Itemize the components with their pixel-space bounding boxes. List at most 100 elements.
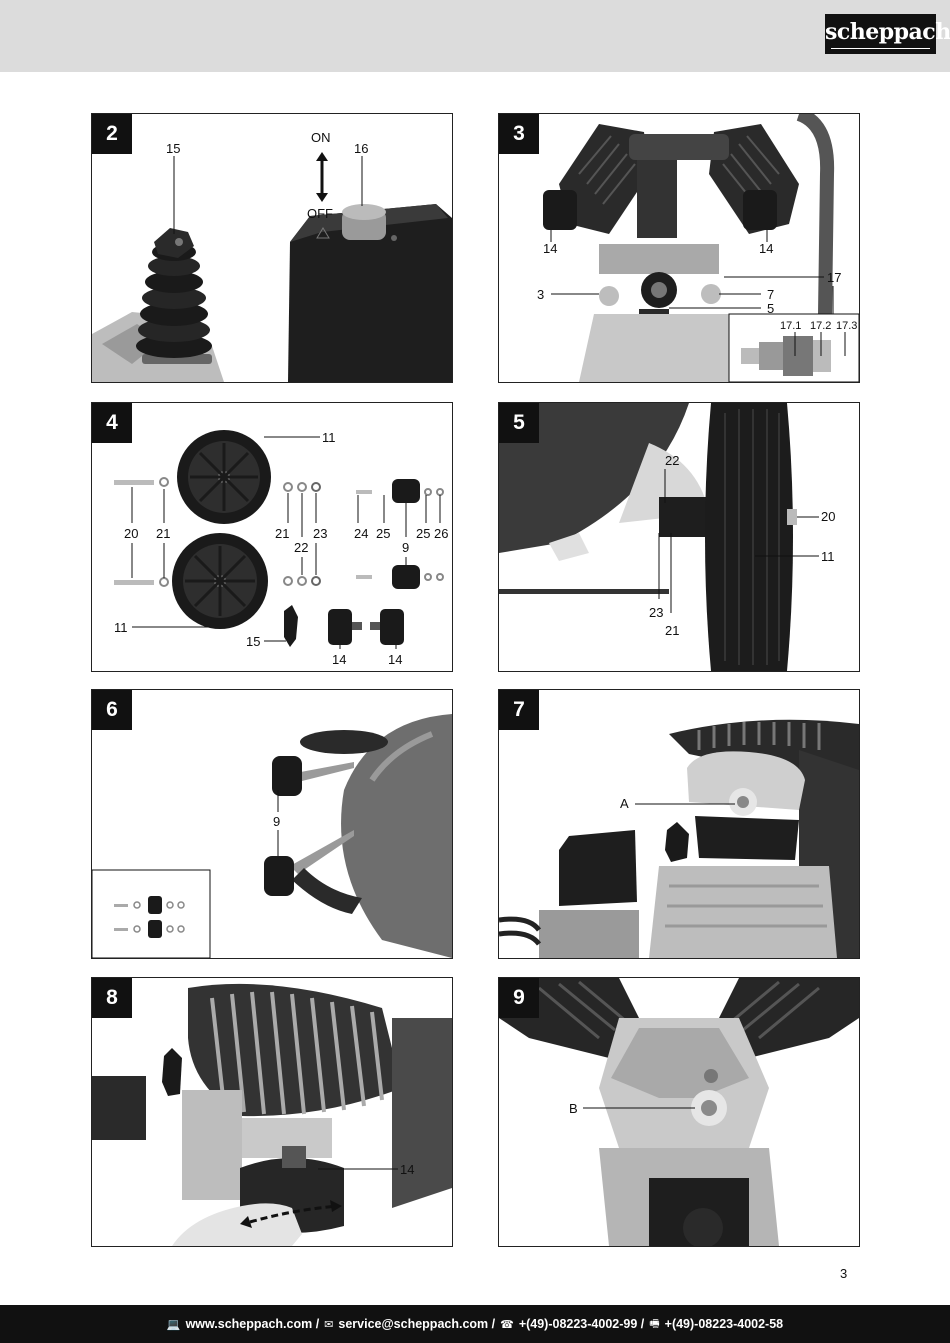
axle-bolt-bottom (114, 580, 154, 585)
callout-23: 23 (313, 526, 327, 541)
page-number: 3 (840, 1266, 848, 1281)
wheel-bottom (172, 533, 268, 629)
callout-9: 9 (273, 814, 280, 829)
figure-3-illustration: 14 14 17 3 7 5 17.1 17.2 17.3 (537, 114, 859, 382)
callout-14-right: 14 (759, 241, 773, 256)
callout-11: 11 (821, 549, 835, 564)
callout-20: 20 (124, 526, 138, 541)
pressure-switch (92, 1076, 146, 1140)
callout-21: 21 (275, 526, 289, 541)
footer-email[interactable]: service@scheppach.com / (338, 1317, 496, 1331)
tank-top (579, 314, 744, 382)
pressure-switch (559, 830, 637, 906)
figure-9-illustration: B (499, 978, 859, 1246)
callout-a: A (620, 796, 629, 811)
callout-14-b: 14 (388, 652, 402, 667)
frame-rail (499, 589, 669, 594)
center-cover (637, 154, 677, 238)
callout-14-left: 14 (543, 241, 557, 256)
figure-3: 3 (498, 113, 860, 383)
rubber-foot-bottom (392, 565, 420, 589)
quick-coupling-illustration (741, 336, 831, 376)
callout-25-left: 25 (376, 526, 390, 541)
brand-logo: scheppach (825, 14, 950, 54)
figure-5-illustration: 22 20 11 23 21 (499, 403, 835, 671)
callout-b: B (569, 1101, 578, 1116)
page-header: scheppach (0, 0, 950, 72)
air-filter-a (328, 609, 352, 645)
callout-14: 14 (400, 1162, 414, 1177)
cylinder-head (687, 751, 805, 810)
figure-8: 8 14 (91, 977, 453, 1247)
callout-17-1: 17.1 (780, 320, 801, 332)
figure-number: 6 (92, 690, 132, 730)
air-filter-right (743, 190, 777, 230)
intake-bellows (136, 228, 212, 364)
callout-14-a: 14 (332, 652, 346, 667)
wheel (705, 403, 793, 671)
figure-7: 7 A (498, 689, 860, 959)
bellows (162, 1048, 182, 1096)
pressure-switch (288, 204, 452, 382)
figure-number: 2 (92, 114, 132, 154)
figure-7-illustration: A (499, 719, 859, 958)
axle-bolt-end (787, 509, 797, 525)
callout-off: OFF (307, 206, 333, 221)
tank (341, 714, 452, 958)
figure-9: 9 B (498, 977, 860, 1247)
tank (499, 403, 689, 553)
callout-5: 5 (767, 301, 774, 316)
figure-number: 7 (499, 690, 539, 730)
rubber-foot-top (272, 756, 302, 796)
figure-6: 6 9 (91, 689, 453, 959)
figure-number: 8 (92, 978, 132, 1018)
manifold (599, 244, 719, 274)
footer-website[interactable]: www.scheppach.com / (185, 1317, 320, 1331)
bellows (665, 822, 689, 862)
tank (392, 1018, 452, 1208)
telephone-icon: ☎ (500, 1318, 514, 1331)
callout-26: 26 (434, 526, 448, 541)
callout-3: 3 (537, 287, 544, 302)
brand-logo-text: scheppach (825, 19, 950, 45)
callout-11-bottom: 11 (114, 620, 128, 635)
callout-24: 24 (354, 526, 368, 541)
axle-bolt-top (114, 480, 154, 485)
callout-11-top: 11 (322, 430, 336, 445)
footer-phone: +(49)-08223-4002-99 / (518, 1317, 645, 1331)
page-footer: 💻 www.scheppach.com / ✉ service@scheppac… (0, 1305, 950, 1343)
callout-21-left: 21 (156, 526, 170, 541)
fax-icon: 🖷 (649, 1317, 660, 1330)
crankcase (649, 866, 837, 958)
callout-22: 22 (294, 540, 308, 555)
figure-6-illustration: 9 (92, 714, 452, 958)
callout-17-2: 17.2 (810, 320, 831, 332)
figure-8-illustration: 14 (92, 983, 452, 1246)
figure-2-illustration: 15 ON 16 OFF (92, 130, 452, 382)
callout-on: ON (311, 130, 331, 145)
figure-number: 9 (499, 978, 539, 1018)
callout-22: 22 (665, 453, 679, 468)
envelope-icon: ✉ (324, 1318, 334, 1331)
crankcase (182, 1090, 242, 1200)
callout-20: 20 (821, 509, 835, 524)
figure-5: 5 22 20 11 23 21 (498, 402, 860, 672)
hand (172, 1203, 302, 1246)
footer-fax: +(49)-08223-4002-58 (664, 1317, 784, 1331)
callout-15: 15 (246, 634, 260, 649)
air-filter-b (380, 609, 404, 645)
callout-9: 9 (402, 540, 409, 555)
air-filter-left (543, 190, 577, 230)
figure-4: 4 (91, 402, 453, 672)
rubber-foot-bottom (264, 856, 294, 896)
callout-23: 23 (649, 605, 663, 620)
rotation-arrow (249, 1204, 339, 1224)
rubber-foot-top (392, 479, 420, 503)
callout-17: 17 (827, 270, 841, 285)
figure-2: 2 (91, 113, 453, 383)
callout-15: 15 (166, 141, 180, 156)
wheel (300, 730, 388, 754)
wheel-top (177, 430, 271, 524)
callout-21: 21 (665, 623, 679, 638)
hose (796, 114, 835, 315)
